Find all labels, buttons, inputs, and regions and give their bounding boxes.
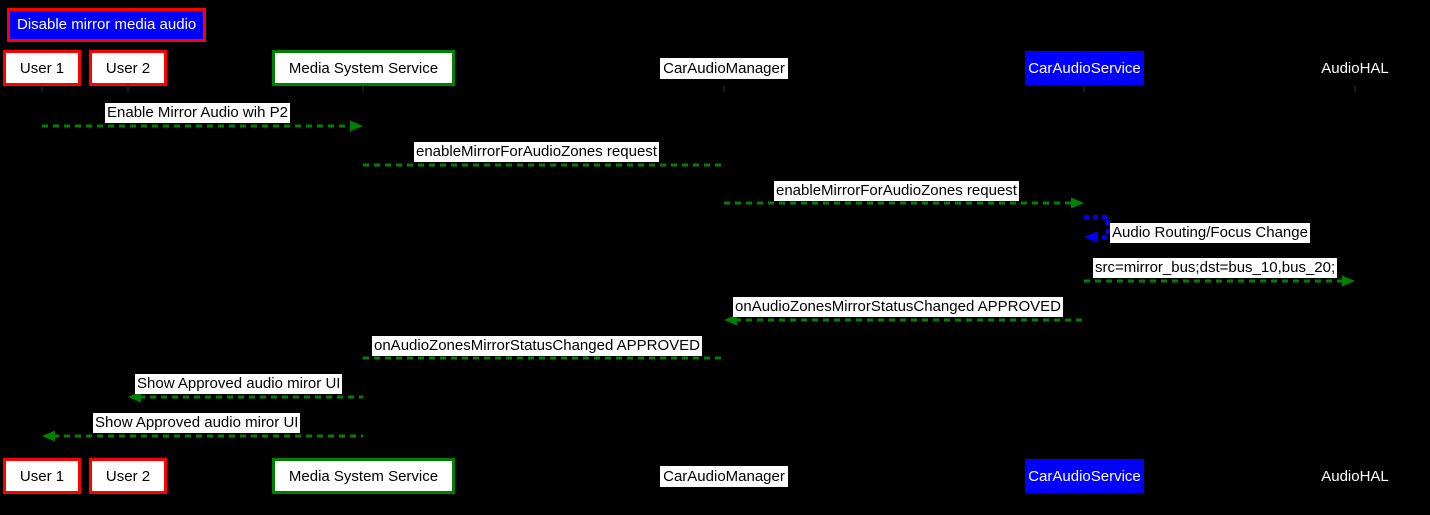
lifeline-user2 [128, 86, 129, 458]
participant-foot-car_audio_mgr: CarAudioManager [660, 466, 788, 487]
message-label-m1: Enable Mirror Audio wih P2 [105, 103, 290, 123]
participant-head-car_audio_svc: CarAudioService [1025, 51, 1144, 85]
lifeline-car_audio_svc [1084, 86, 1085, 458]
message-label-m3: enableMirrorForAudioZones request [774, 181, 1019, 201]
participant-head-car_audio_mgr: CarAudioManager [660, 58, 788, 79]
message-label-m4: Audio Routing/Focus Change [1110, 223, 1310, 243]
participant-foot-label: User 1 [19, 467, 65, 485]
lifeline-audio_hal [1355, 86, 1356, 458]
message-label-m8: Show Approved audio miror UI [135, 374, 343, 394]
message-label-m5: src=mirror_bus;dst=bus_10,bus_20; [1093, 258, 1338, 278]
message-label-m9: Show Approved audio miror UI [93, 413, 301, 433]
lifeline-stub-car_audio_svc [1083, 86, 1085, 92]
lifeline-stub-media_service [362, 86, 364, 92]
participant-head-label: User 1 [19, 59, 65, 77]
lifeline-user1 [42, 86, 43, 458]
participant-foot-car_audio_svc: CarAudioService [1025, 459, 1144, 493]
participant-head-label: CarAudioManager [663, 60, 785, 77]
participant-head-media_service: Media System Service [272, 50, 455, 86]
participant-foot-audio_hal: AudioHAL [1319, 466, 1391, 487]
message-label-m7: onAudioZonesMirrorStatusChanged APPROVED [372, 336, 703, 356]
participant-foot-label: User 2 [105, 467, 151, 485]
participant-head-label: AudioHAL [1321, 60, 1389, 77]
participant-foot-user2: User 2 [89, 458, 167, 494]
participant-head-user1: User 1 [3, 50, 81, 86]
lifeline-stub-user2 [127, 86, 129, 92]
diagram-title-banner: Disable mirror media audio [7, 8, 207, 42]
lifeline-stub-audio_hal [1354, 86, 1356, 92]
lifeline-stub-car_audio_mgr [723, 86, 725, 92]
participant-head-audio_hal: AudioHAL [1319, 58, 1391, 79]
participant-head-label: User 2 [105, 59, 151, 77]
participant-foot-user1: User 1 [3, 458, 81, 494]
participant-foot-label: AudioHAL [1321, 468, 1389, 485]
participant-head-user2: User 2 [89, 50, 167, 86]
participant-head-label: CarAudioService [1028, 59, 1141, 77]
participant-foot-label: CarAudioService [1028, 467, 1141, 485]
lifeline-stub-user1 [41, 86, 43, 92]
message-label-m2: enableMirrorForAudioZones request [414, 142, 659, 162]
participant-foot-media_service: Media System Service [272, 458, 455, 494]
lifeline-car_audio_mgr [724, 86, 725, 458]
lifeline-media_service [363, 86, 364, 458]
participant-foot-label: CarAudioManager [663, 468, 785, 485]
message-label-m6: onAudioZonesMirrorStatusChanged APPROVED [733, 297, 1064, 317]
participant-head-label: Media System Service [288, 59, 439, 77]
participant-foot-label: Media System Service [288, 467, 439, 485]
